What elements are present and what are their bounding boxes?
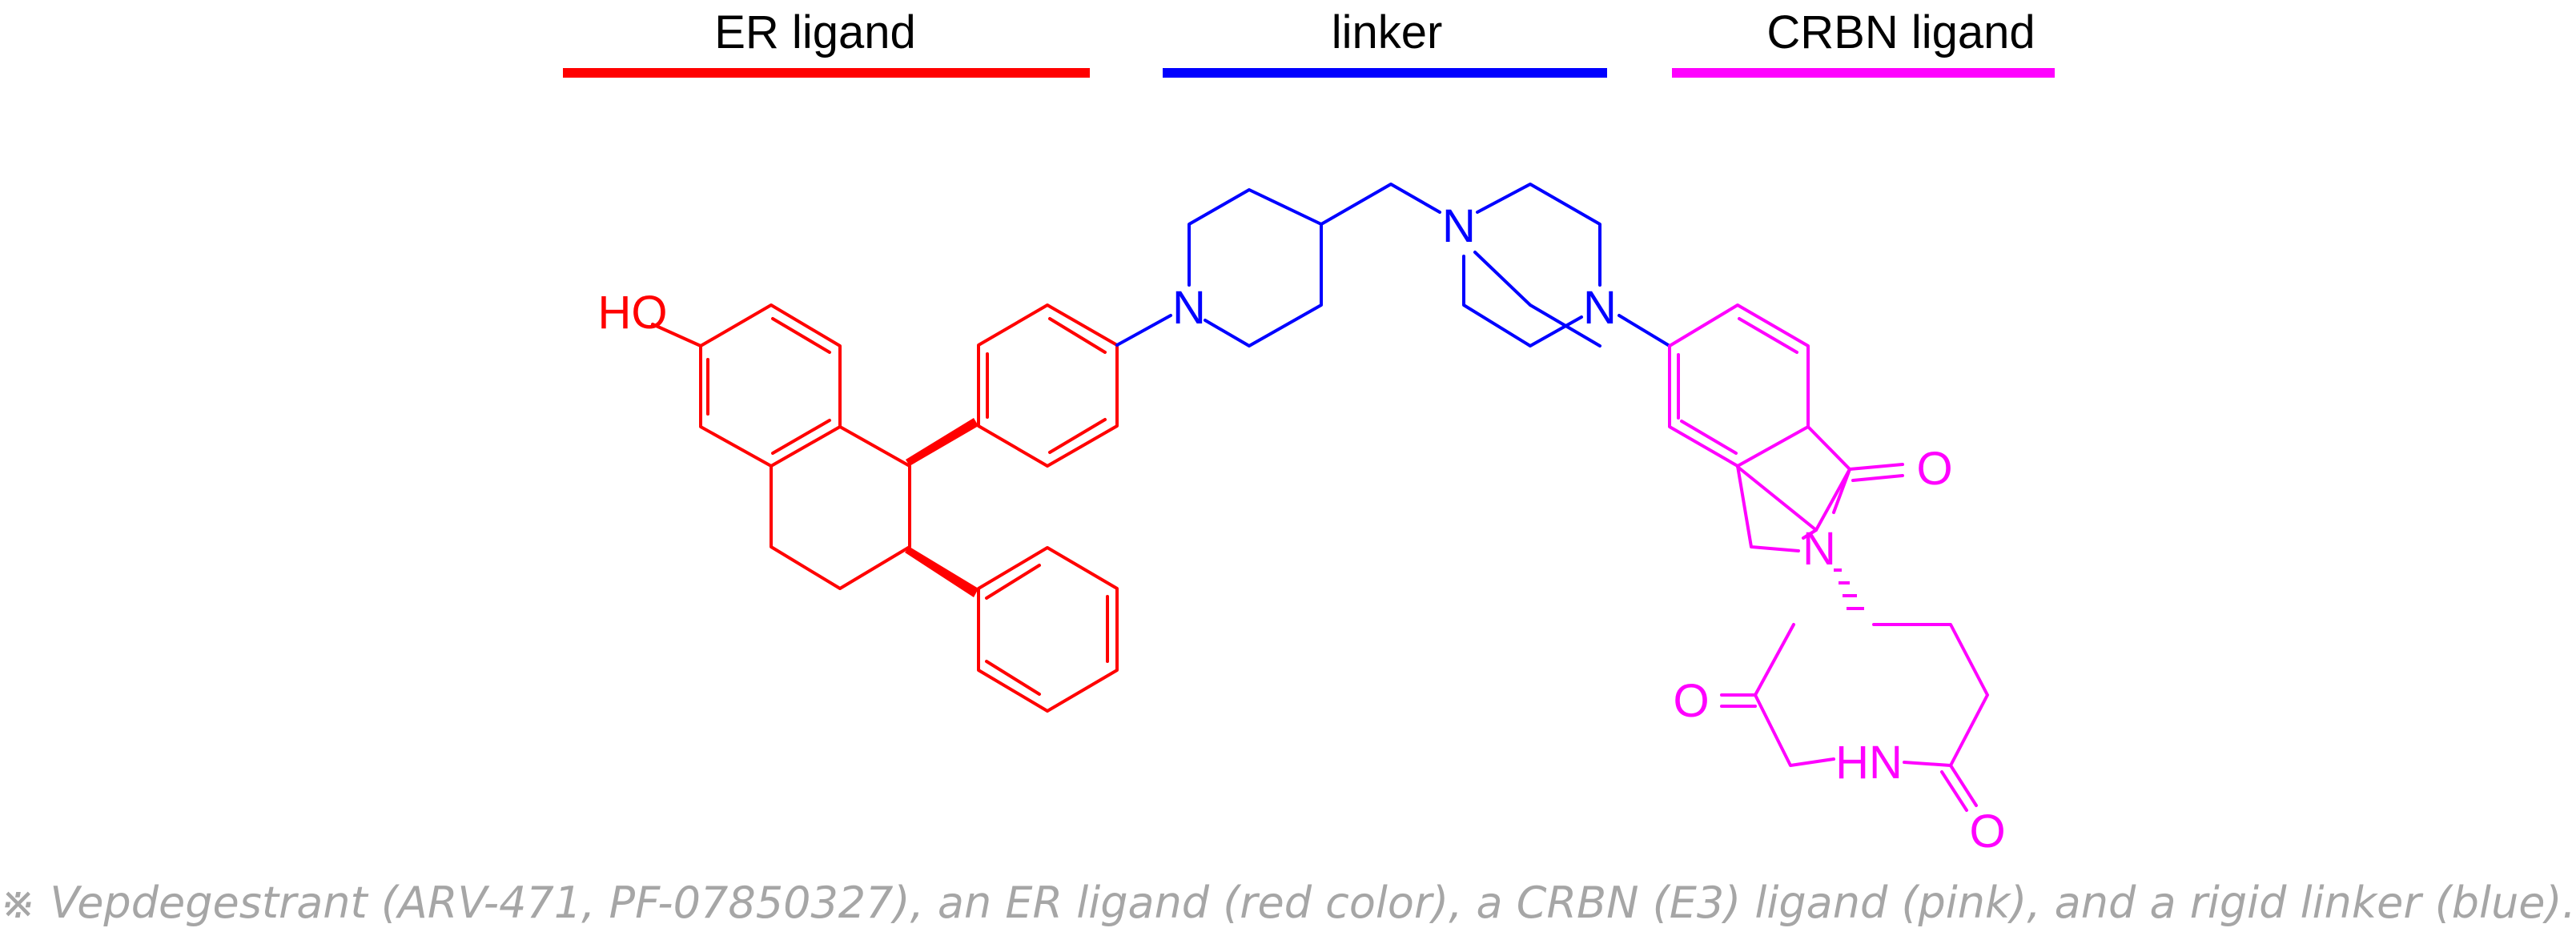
hydroxyl-bond (651, 323, 702, 347)
hydroxyl-label: HO (598, 287, 668, 339)
legend-label-er-ligand: ER ligand (714, 6, 915, 58)
piperazine-n2-label: N (1583, 282, 1617, 334)
carbonyl-1-bond-a (1848, 463, 1904, 471)
legend-bar-crbn-ligand (1672, 68, 2055, 78)
carbonyl-3-bond-a (1949, 764, 1978, 807)
glutarimide-ring-a (1872, 623, 1989, 767)
piperazine-n1-label: N (1442, 200, 1476, 252)
glutarimide-ring-b (1754, 623, 1835, 767)
phenyl-lower-double-3 (985, 564, 1041, 600)
lactam-ring-lower (1736, 464, 1800, 552)
legend-label-crbn-ligand: CRBN ligand (1766, 6, 2035, 58)
imide-nh-label: HN (1835, 737, 1903, 789)
crbn-ligand-structure (1668, 303, 1989, 812)
saturated-ring (770, 425, 911, 590)
linker-structure (1115, 183, 1671, 347)
isoindolinone-n-label: N (1802, 523, 1836, 575)
legend-bar-linker (1163, 68, 1607, 78)
benzene-double-3 (1680, 420, 1738, 455)
piperidine-ring (1188, 188, 1323, 347)
figure-caption: ※ Vepdegestrant (ARV-471, PF-07850327), … (0, 878, 2576, 928)
phenol-double-bond-3 (771, 419, 831, 455)
lactam-ring (1736, 425, 1851, 532)
methylene-bridge (1320, 183, 1441, 226)
phenol-double-bond-2 (771, 317, 831, 354)
piperazine-bond-2 (1462, 255, 1583, 347)
carbonyl-3-bond-b (1940, 770, 1968, 812)
piperazine-bond-3 (1476, 183, 1601, 287)
wedge-bond-upper (906, 418, 979, 466)
benzene-double-2 (1738, 317, 1798, 354)
lactam-ring-ch2 (1802, 528, 1818, 540)
phenyl-upper-double-3 (1048, 418, 1107, 454)
piperazine-aryl-bond (1618, 314, 1671, 347)
legend-label-linker: linker (1332, 6, 1443, 58)
isoindolinone-benzene (1668, 303, 1810, 468)
phenyl-lower-double-2 (985, 660, 1041, 696)
phenyl-upper-double-2 (1048, 317, 1107, 354)
lactam-c-n-bond (1832, 468, 1851, 514)
piperazine-bond-1 (1473, 251, 1601, 347)
legend-bar-er-ligand (563, 68, 1090, 78)
phenyl-ring-upper (977, 303, 1119, 468)
carbonyl-1-bond-b (1851, 474, 1904, 482)
carbonyl-o2-label: O (1673, 675, 1709, 727)
phenol-ring (699, 303, 842, 468)
carbonyl-o1-label: O (1916, 443, 1952, 495)
wedge-bond-lower (905, 547, 979, 597)
phenyl-ring-lower (977, 546, 1119, 713)
aryl-n-bond (1115, 314, 1172, 347)
piperidine-n-label: N (1172, 282, 1206, 334)
er-ligand-structure (651, 303, 1119, 713)
hashed-bond (1834, 568, 1864, 610)
carbonyl-o3-label: O (1969, 805, 2005, 858)
